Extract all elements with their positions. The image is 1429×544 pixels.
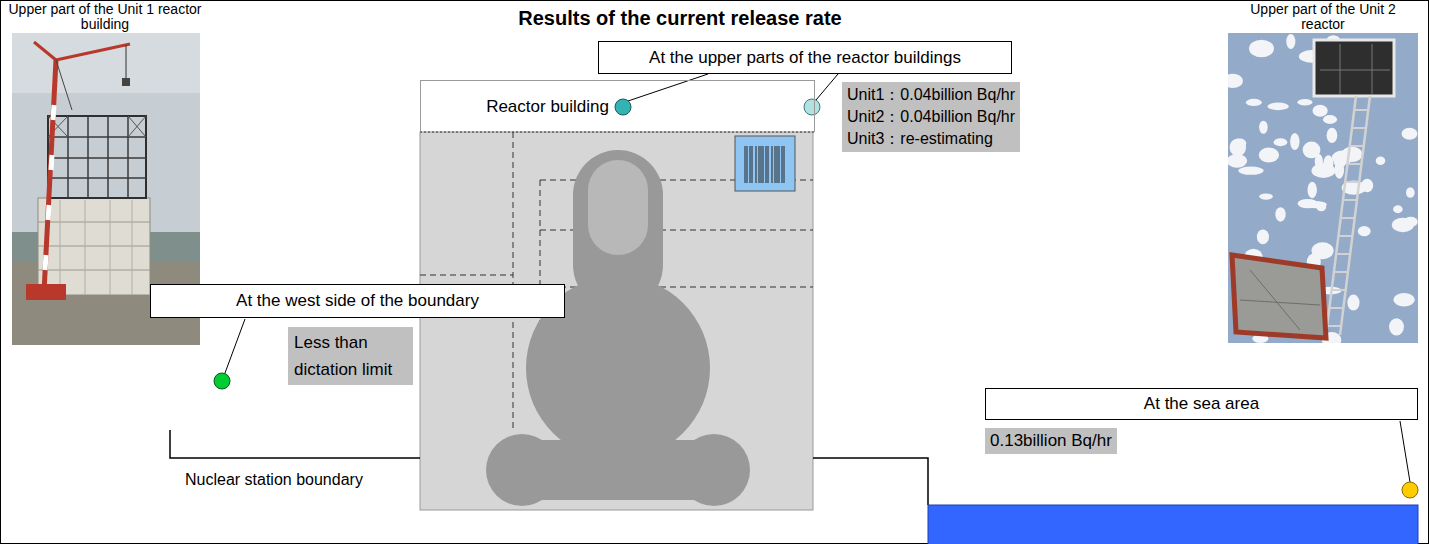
node-text: At the upper parts of the reactor buildi… [649, 48, 961, 68]
callout-box: At the west side of the boundary [150, 284, 565, 318]
value-box: Unit1：0.04billion Bq/hrUnit2：0.04billion… [842, 82, 1020, 152]
measure-point [615, 99, 631, 115]
photo-caption: Upper part of the Unit 1 reactor buildin… [5, 2, 205, 32]
wall-patch [1259, 121, 1268, 134]
wall-patch [1259, 193, 1273, 199]
node-text: At the west side of the boundary [236, 291, 479, 311]
reactor-building-drawing [420, 132, 815, 133]
unit1-photo [48, 116, 146, 137]
wall-patch [1297, 99, 1312, 105]
boundary-line [170, 430, 420, 458]
wall-patch [1347, 295, 1359, 311]
node-text: Less than dictation limit [294, 329, 407, 383]
wall-patch [1228, 74, 1243, 88]
wall-patch [1290, 133, 1299, 150]
unit2-photo [1320, 44, 1390, 94]
reactor-building-drawing [420, 80, 815, 132]
ladder-rung [1327, 110, 1368, 326]
wall-patch [1259, 148, 1279, 163]
wall-patch [1402, 128, 1418, 140]
wall-patch [1228, 34, 1418, 343]
wall-patch [1358, 226, 1371, 236]
value-box: Less than dictation limit [288, 327, 413, 385]
wall-patch [1312, 105, 1327, 117]
photo-caption: Upper part of the Unit 2 reactor [1248, 2, 1398, 32]
node-text: At the sea area [1144, 394, 1259, 414]
wall-patch [1249, 40, 1274, 58]
unit2-photo [1240, 270, 1320, 330]
wall-patch [1341, 147, 1363, 162]
measure-point [1402, 482, 1418, 498]
wall-patch [1376, 156, 1386, 165]
wall-patch [1275, 207, 1285, 222]
value-box: 0.13billion Bq/hr [985, 428, 1117, 454]
wall-patch [1267, 103, 1288, 111]
unit2-photo [1314, 40, 1394, 96]
wall-patch [1230, 138, 1246, 156]
unit2-photo [1326, 96, 1370, 335]
callout-box: At the upper parts of the reactor buildi… [598, 41, 1012, 74]
unit1-photo [44, 60, 56, 292]
wall-patch [1334, 161, 1344, 179]
unit1-photo [56, 60, 72, 110]
unit1-photo [38, 222, 150, 270]
wall-patch [1311, 242, 1333, 259]
wall-patch [1389, 318, 1404, 335]
sea-band [928, 505, 1418, 544]
diagram-title: Results of the current release rate [470, 6, 890, 30]
unit1-photo [48, 116, 146, 198]
wall-patch [1393, 293, 1414, 307]
unit1-photo [60, 200, 132, 295]
unit2-photo [1232, 255, 1326, 338]
boundary-label: Nuclear station boundary [185, 470, 363, 489]
node-text: Unit3：re-estimating [847, 128, 1015, 150]
barcode-symbol [745, 146, 784, 183]
unit1-photo [45, 105, 54, 270]
node-text: Unit2：0.04billion Bq/hr [847, 106, 1015, 128]
reactor-building-drawing [588, 160, 648, 255]
wall-patch [1303, 141, 1321, 158]
measure-point [804, 99, 820, 115]
unit1-photo [48, 116, 146, 198]
building-band: Reactor building [420, 80, 815, 132]
reactor-building-drawing [678, 434, 750, 506]
wall-patch [1323, 115, 1337, 124]
node-text: Unit1：0.04billion Bq/hr [847, 84, 1015, 106]
wall-patch [1246, 99, 1262, 106]
wall-patch [1327, 128, 1338, 143]
leader-line [225, 74, 1410, 482]
wall-patch [1404, 217, 1418, 227]
wall-patch [1361, 179, 1373, 193]
wall-patch [1393, 205, 1403, 213]
reactor-building-drawing [735, 136, 795, 191]
unit2-photo [1228, 33, 1418, 343]
wall-patch [1303, 201, 1327, 208]
wall-patch [1255, 41, 1264, 47]
unit1-photo [12, 33, 200, 93]
node-text: 0.13billion Bq/hr [990, 430, 1112, 452]
wall-patch [1406, 187, 1415, 198]
unit1-photo [122, 78, 130, 86]
boundary-line [813, 458, 928, 505]
callout-box: At the sea area [985, 388, 1418, 420]
unit2-photo [1228, 33, 1418, 343]
wall-patch [1274, 138, 1288, 146]
unit1-photo [38, 198, 150, 295]
measure-point [214, 373, 230, 389]
wall-patch [1238, 167, 1263, 175]
unit1-photo [34, 42, 130, 60]
wall-patch [1286, 34, 1295, 49]
wall-patch [1257, 229, 1269, 244]
reactor-building-drawing [486, 434, 558, 506]
reactor-building-drawing [420, 132, 813, 510]
unit1-photo [126, 45, 127, 78]
node-text: Reactor building [486, 97, 609, 117]
wall-patch [1311, 163, 1335, 178]
wall-patch [1308, 182, 1317, 199]
